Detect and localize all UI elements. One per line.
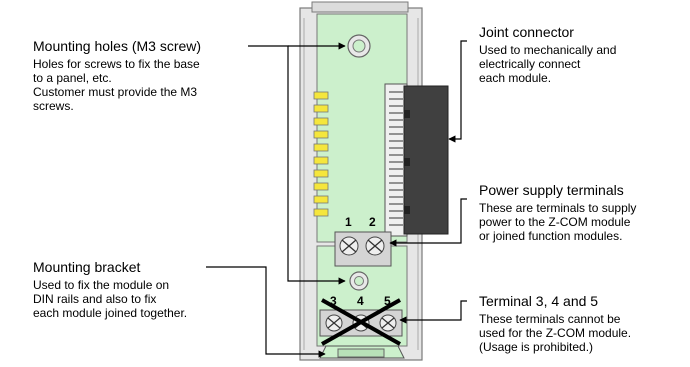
mounting-holes-desc-line: screws. xyxy=(33,99,74,113)
power-supply-desc-line: These are terminals to supply xyxy=(479,201,637,215)
mounting-holes-callout: Mounting holes (M3 screw) Holes for scre… xyxy=(33,38,201,113)
joint-connector-desc-line: each module. xyxy=(479,71,552,85)
mounting-holes-desc-line: Holes for screws to fix the base xyxy=(33,57,200,71)
power-supply-description: These are terminals to supply power to t… xyxy=(479,201,636,243)
terminal-345-desc-line: (Usage is prohibited.) xyxy=(479,340,594,354)
mounting-hole-top xyxy=(347,34,371,58)
joint-connector-part xyxy=(384,83,449,237)
terminal-number-1: 1 xyxy=(345,215,352,229)
terminal-number-2: 2 xyxy=(369,215,376,229)
mounting-holes-desc-line: Customer must provide the M3 xyxy=(33,85,198,99)
power-supply-callout: Power supply terminals These are termina… xyxy=(479,182,636,243)
power-supply-title: Power supply terminals xyxy=(479,182,624,198)
mounting-bracket-part xyxy=(319,345,405,359)
mounting-holes-title: Mounting holes (M3 screw) xyxy=(33,38,202,54)
joint-connector-title: Joint connector xyxy=(479,24,574,40)
power-supply-desc-line: power to the Z-COM module xyxy=(479,215,631,229)
mounting-bracket-title: Mounting bracket xyxy=(33,259,141,275)
mounting-bracket-desc-line: each module joined together. xyxy=(33,306,188,320)
joint-connector-desc-line: Used to mechanically and xyxy=(479,43,617,57)
mounting-hole-bottom xyxy=(349,271,369,291)
terminal-345-title: Terminal 3, 4 and 5 xyxy=(479,293,599,309)
mounting-holes-description: Holes for screws to fix the base to a pa… xyxy=(33,57,201,113)
power-supply-terminals xyxy=(334,231,392,267)
terminal-345-callout: Terminal 3, 4 and 5 These terminals cann… xyxy=(479,293,631,354)
mounting-bracket-desc-line: DIN rails and also to fix xyxy=(33,292,157,306)
terminal-number-4: 4 xyxy=(357,294,364,308)
terminal-number-5: 5 xyxy=(384,294,391,308)
joint-connector-description: Used to mechanically and electrically co… xyxy=(479,43,616,85)
joint-connector-callout: Joint connector Used to mechanically and… xyxy=(479,24,616,85)
mounting-bracket-desc-line: Used to fix the module on xyxy=(33,278,170,292)
prohibited-cross-mark xyxy=(321,298,401,346)
terminal-number-3: 3 xyxy=(330,294,337,308)
terminal-345-description: These terminals cannot be used for the Z… xyxy=(479,312,631,354)
mounting-holes-desc-line: to a panel, etc. xyxy=(33,71,112,85)
terminal-345-desc-line: These terminals cannot be xyxy=(479,312,621,326)
terminal-345-desc-line: used for the Z-COM module. xyxy=(479,326,632,340)
mounting-bracket-callout: Mounting bracket Used to fix the module … xyxy=(33,259,187,320)
power-supply-desc-line: or joined function modules. xyxy=(479,229,623,243)
leader-lines xyxy=(206,40,467,358)
side-contacts xyxy=(313,91,329,217)
mounting-bracket-description: Used to fix the module on DIN rails and … xyxy=(33,278,187,320)
joint-connector-desc-line: electrically connect xyxy=(479,57,581,71)
